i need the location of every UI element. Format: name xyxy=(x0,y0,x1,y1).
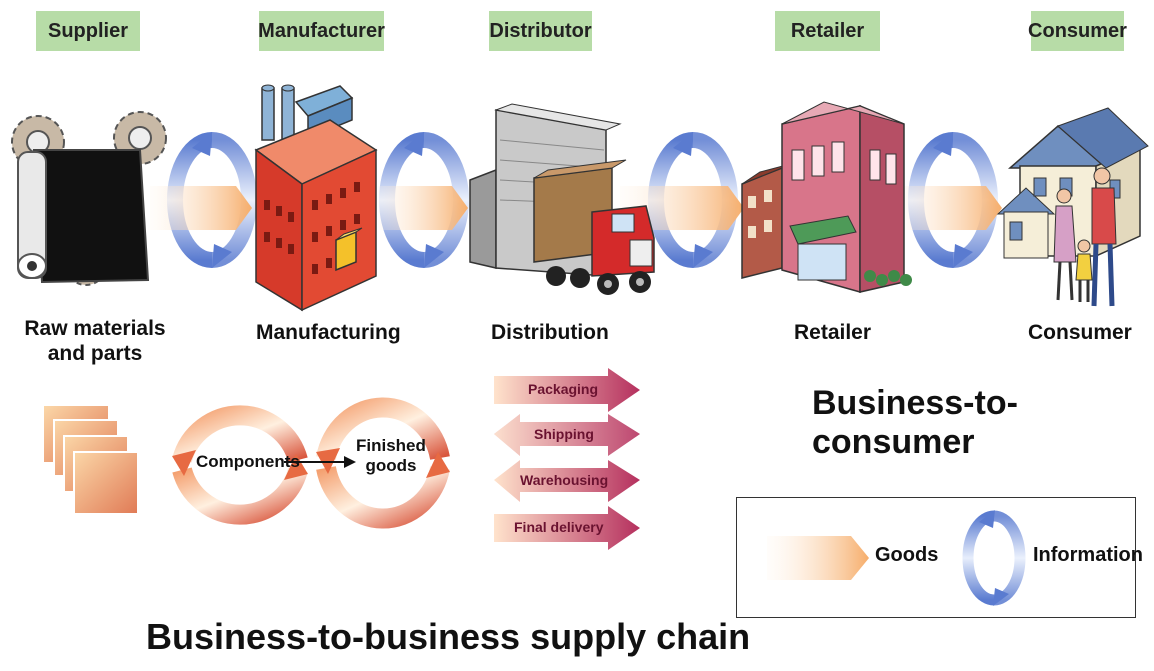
step-label-packaging: Packaging xyxy=(528,381,599,397)
caption-raw-line2: and parts xyxy=(47,342,143,366)
tag-retailer: Retailer xyxy=(775,11,880,51)
legend-information-label: Information xyxy=(1033,544,1143,566)
tag-distributor: Distributor xyxy=(489,11,592,51)
tag-supplier: Supplier xyxy=(36,11,140,51)
step-arrow-shipping xyxy=(494,414,640,456)
components-cycle xyxy=(172,405,308,525)
legend-box: Goods Information xyxy=(736,497,1143,618)
supplier-illustration xyxy=(11,111,167,286)
family-figures xyxy=(1053,167,1117,307)
step-arrow-warehousing xyxy=(494,460,640,502)
caption-consumer: Consumer xyxy=(1028,321,1132,344)
step-arrow-packaging xyxy=(494,368,640,412)
goods-arrow-1 xyxy=(150,186,252,230)
store-illustration xyxy=(741,101,912,293)
goods-arrow-4 xyxy=(900,186,1002,230)
label-finished-line1: Finished xyxy=(356,436,426,455)
caption-distribution: Distribution xyxy=(491,321,609,344)
components-to-goods-arrow xyxy=(284,456,356,468)
step-label-shipping: Shipping xyxy=(534,426,594,442)
raw-materials-stack-icon xyxy=(44,406,139,515)
factory-illustration xyxy=(254,84,378,312)
title-b2b: Business-to-business supply chain xyxy=(146,616,751,657)
step-label-warehousing: Warehousing xyxy=(520,472,609,488)
caption-retailer: Retailer xyxy=(794,321,872,344)
finished-goods-cycle xyxy=(316,397,450,529)
tag-consumer: Consumer xyxy=(1028,11,1127,51)
information-legend-loop-icon xyxy=(962,510,1026,606)
goods-arrow-3 xyxy=(620,186,744,230)
tag-manufacturer: Manufacturer xyxy=(258,11,385,51)
step-arrow-final-delivery xyxy=(494,506,640,550)
title-b2c: Business-to-consumer xyxy=(812,384,1018,461)
house-family-illustration xyxy=(996,107,1149,307)
step-label-final-delivery: Final delivery xyxy=(514,519,604,535)
goods-arrow-2 xyxy=(378,186,468,230)
goods-legend-arrow-icon xyxy=(767,536,869,580)
caption-raw-line1: Raw materials xyxy=(24,317,166,340)
warehouse-truck-illustration xyxy=(469,103,655,295)
label-finished-goods: Finished goods xyxy=(356,436,426,475)
caption-raw-materials: Raw materials and parts xyxy=(20,316,170,366)
caption-manufacturing: Manufacturing xyxy=(256,321,401,344)
legend-goods-label: Goods xyxy=(875,544,939,566)
label-finished-line2: goods xyxy=(365,455,417,475)
label-components: Components xyxy=(196,452,300,471)
